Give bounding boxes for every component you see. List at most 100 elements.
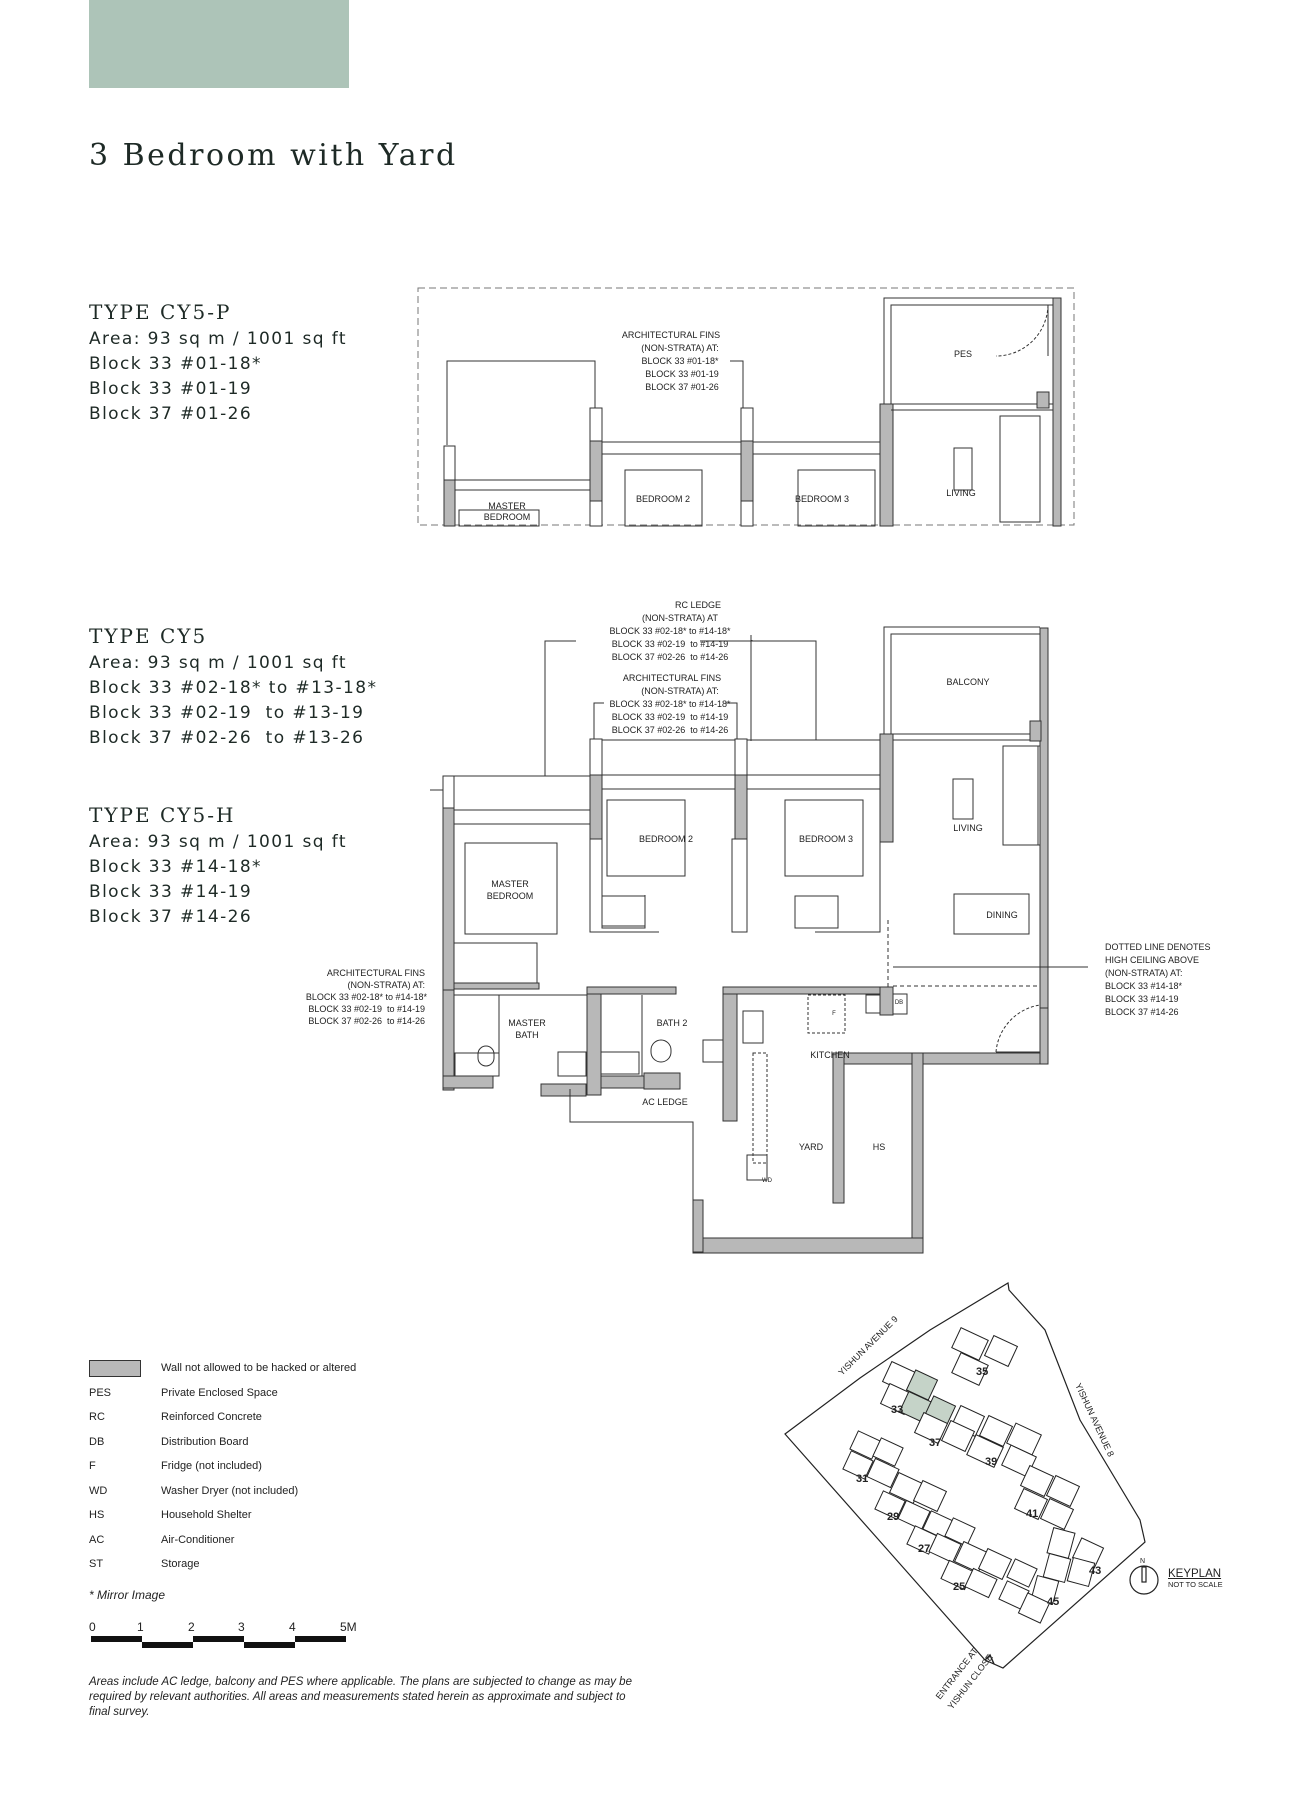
- room-label-bedroom2: BEDROOM 2: [636, 494, 690, 504]
- ceiling-annotation: DOTTED LINE DENOTES: [1105, 942, 1211, 952]
- svg-text:31: 31: [856, 1473, 868, 1485]
- room-label-master-bedroom: MASTER: [491, 879, 529, 889]
- svg-text:(NON-STRATA) AT:: (NON-STRATA) AT:: [641, 686, 719, 696]
- svg-text:HIGH CEILING ABOVE: HIGH CEILING ABOVE: [1105, 955, 1199, 965]
- svg-text:33: 33: [891, 1404, 903, 1416]
- svg-text:BLOCK 33 #02-19 to #14-19: BLOCK 33 #02-19 to #14-19: [308, 1004, 425, 1014]
- legend-value: Wall not allowed to be hacked or altered: [161, 1362, 357, 1375]
- north-label: N: [1140, 1558, 1145, 1565]
- svg-text:BLOCK 37 #01-26: BLOCK 37 #01-26: [645, 382, 719, 392]
- legend-row-wall: Wall not allowed to be hacked or altered: [89, 1356, 356, 1381]
- unit-block-line: Block 37 #01-26: [89, 404, 253, 424]
- keyplan: [784, 1282, 1159, 1669]
- svg-text:45: 45: [1047, 1596, 1059, 1608]
- svg-text:3: 3: [238, 1620, 245, 1634]
- svg-text:27: 27: [918, 1543, 930, 1555]
- svg-text:(NON-STRATA) AT: (NON-STRATA) AT: [642, 613, 718, 623]
- svg-text:37: 37: [929, 1437, 941, 1449]
- svg-text:BEDROOM: BEDROOM: [484, 512, 531, 522]
- mirror-image-note: * Mirror Image: [89, 1588, 166, 1602]
- label-fridge: F: [832, 1011, 836, 1017]
- svg-text:1: 1: [137, 1620, 144, 1634]
- disclaimer: Areas include AC ledge, balcony and PES …: [89, 1676, 632, 1718]
- unit-block-line: Block 33 #01-18*: [89, 354, 262, 374]
- unit-block-line: Block 33 #14-19: [89, 882, 253, 902]
- unit-block-line: Block 33 #02-18* to #13-18*: [89, 678, 378, 698]
- room-label-ac-ledge: AC LEDGE: [642, 1097, 688, 1107]
- room-label-bath2: BATH 2: [657, 1018, 688, 1028]
- unit-block-line: Block 33 #02-19 to #13-19: [89, 703, 365, 723]
- main-plan-labels: RC LEDGE (NON-STRATA) AT BLOCK 33 #02-18…: [306, 600, 1211, 1184]
- room-label-bedroom2: BEDROOM 2: [639, 834, 693, 844]
- svg-text:5M: 5M: [340, 1620, 357, 1634]
- unit-info-cy5-p: TYPE CY5-P Area: 93 sq m / 1001 sq ft Bl…: [89, 300, 347, 427]
- label-wd: WD: [762, 1178, 773, 1184]
- room-label-living: LIVING: [946, 488, 976, 498]
- keyplan-boundary: [784, 1282, 1146, 1669]
- svg-text:BLOCK 33 #02-19 to #14-19: BLOCK 33 #02-19 to #14-19: [612, 639, 729, 649]
- svg-text:4: 4: [289, 1620, 296, 1634]
- accent-bar: [89, 0, 349, 88]
- keyplan-title: KEYPLAN: [1168, 1568, 1222, 1580]
- room-label-balcony: BALCONY: [946, 677, 989, 687]
- svg-text:29: 29: [887, 1511, 899, 1523]
- unit-block-line: Block 37 #14-26: [89, 907, 253, 927]
- fins-annotation-line: ARCHITECTURAL FINS: [622, 330, 720, 340]
- floor-plan-pes: [417, 287, 1075, 527]
- svg-text:39: 39: [985, 1456, 997, 1468]
- unit-area: Area: 93 sq m / 1001 sq ft: [89, 329, 347, 349]
- wall-swatch: [89, 1359, 141, 1377]
- svg-text:BLOCK 37 #02-26 to #14-26: BLOCK 37 #02-26 to #14-26: [612, 725, 729, 735]
- rc-ledge-annotation: RC LEDGE: [675, 600, 721, 610]
- svg-text:BEDROOM: BEDROOM: [487, 891, 534, 901]
- svg-text:2: 2: [188, 1620, 195, 1634]
- label-db: DB: [895, 1000, 903, 1006]
- room-label-hs: HS: [873, 1142, 886, 1152]
- room-label-living: LIVING: [953, 823, 983, 833]
- svg-text:BLOCK 33 #02-18* to #14-18*: BLOCK 33 #02-18* to #14-18*: [609, 699, 731, 709]
- unit-info-cy5: TYPE CY5 Area: 93 sq m / 1001 sq ft Bloc…: [89, 624, 377, 751]
- room-label-kitchen: KITCHEN: [810, 1050, 850, 1060]
- room-label-yard: YARD: [799, 1142, 824, 1152]
- page-title: 3 Bedroom with Yard: [89, 138, 458, 173]
- svg-text:BLOCK 33 #02-18* to #14-18*: BLOCK 33 #02-18* to #14-18*: [609, 626, 731, 636]
- unit-block-line: Block 33 #01-19: [89, 379, 253, 399]
- fins-annotation-left: ARCHITECTURAL FINS: [327, 968, 425, 978]
- unit-type: TYPE CY5-H: [89, 803, 236, 827]
- svg-text:(NON-STRATA) AT:: (NON-STRATA) AT:: [1105, 968, 1183, 978]
- svg-text:BLOCK 33 #01-19: BLOCK 33 #01-19: [645, 369, 719, 379]
- svg-text:BLOCK 37 #14-26: BLOCK 37 #14-26: [1105, 1007, 1179, 1017]
- room-label-dining: DINING: [986, 910, 1018, 920]
- unit-info-cy5-h: TYPE CY5-H Area: 93 sq m / 1001 sq ft Bl…: [89, 803, 347, 930]
- svg-text:BLOCK 33 #02-18* to #14-18*: BLOCK 33 #02-18* to #14-18*: [306, 992, 428, 1002]
- room-label-bedroom3: BEDROOM 3: [795, 494, 849, 504]
- svg-text:BLOCK 33 #14-18*: BLOCK 33 #14-18*: [1105, 981, 1183, 991]
- svg-text:41: 41: [1026, 1508, 1038, 1520]
- floor-plan-main: [430, 626, 1088, 1254]
- scale-bar: 0 1 2 3 4 5M: [89, 1620, 357, 1648]
- unit-block-line: Block 33 #14-18*: [89, 857, 262, 877]
- unit-type: TYPE CY5: [89, 624, 208, 648]
- legend: Wall not allowed to be hacked or altered…: [89, 1356, 356, 1577]
- svg-text:BLOCK 33 #14-19: BLOCK 33 #14-19: [1105, 994, 1179, 1004]
- room-label-master: MASTER: [488, 501, 526, 511]
- room-label-pes: PES: [954, 349, 972, 359]
- unit-block-line: Block 37 #02-26 to #13-26: [89, 728, 365, 748]
- svg-text:35: 35: [976, 1366, 988, 1378]
- svg-text:(NON-STRATA) AT:: (NON-STRATA) AT:: [641, 343, 719, 353]
- svg-text:0: 0: [89, 1620, 96, 1634]
- svg-text:43: 43: [1089, 1565, 1101, 1577]
- svg-text:BATH: BATH: [515, 1030, 538, 1040]
- unit-type: TYPE CY5-P: [89, 300, 232, 324]
- keyplan-title-block: KEYPLAN NOT TO SCALE: [1168, 1568, 1223, 1589]
- keyplan-subtitle: NOT TO SCALE: [1168, 1580, 1223, 1589]
- svg-text:(NON-STRATA) AT:: (NON-STRATA) AT:: [348, 980, 426, 990]
- svg-text:25: 25: [953, 1581, 965, 1593]
